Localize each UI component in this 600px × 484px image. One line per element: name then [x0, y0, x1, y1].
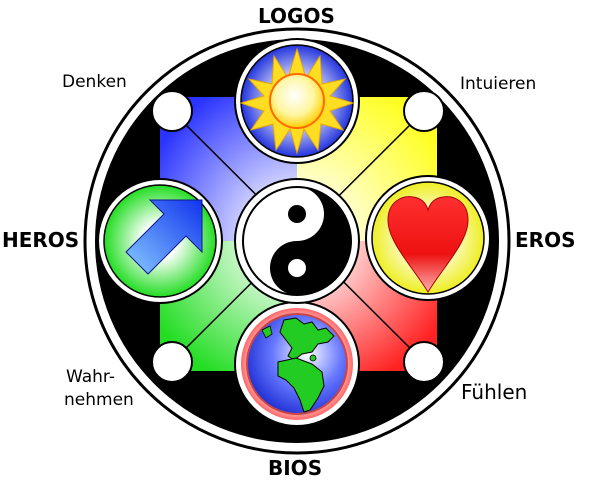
corner-circle-top-right	[403, 90, 445, 132]
label-wahrnehmen-line2: nehmen	[64, 390, 134, 410]
label-eros: EROS	[515, 228, 576, 252]
heart-icon	[365, 175, 491, 301]
label-fuehlen: Fühlen	[461, 380, 528, 404]
corner-circle-top-left	[151, 90, 193, 132]
label-logos: LOGOS	[258, 4, 335, 28]
corner-circle-bottom-right	[403, 341, 445, 383]
label-heros: HEROS	[2, 228, 80, 252]
label-wahrnehmen-line1: Wahr-	[66, 367, 115, 387]
sun-icon	[234, 38, 360, 164]
label-bios: BIOS	[268, 456, 323, 480]
label-denken: Denken	[62, 72, 127, 92]
yin-yang-icon	[234, 178, 360, 304]
arrow-up-right-icon	[97, 178, 223, 304]
corner-circle-bottom-left	[151, 341, 193, 383]
earth-globe-icon	[234, 301, 360, 427]
label-intuieren: Intuieren	[460, 74, 537, 94]
